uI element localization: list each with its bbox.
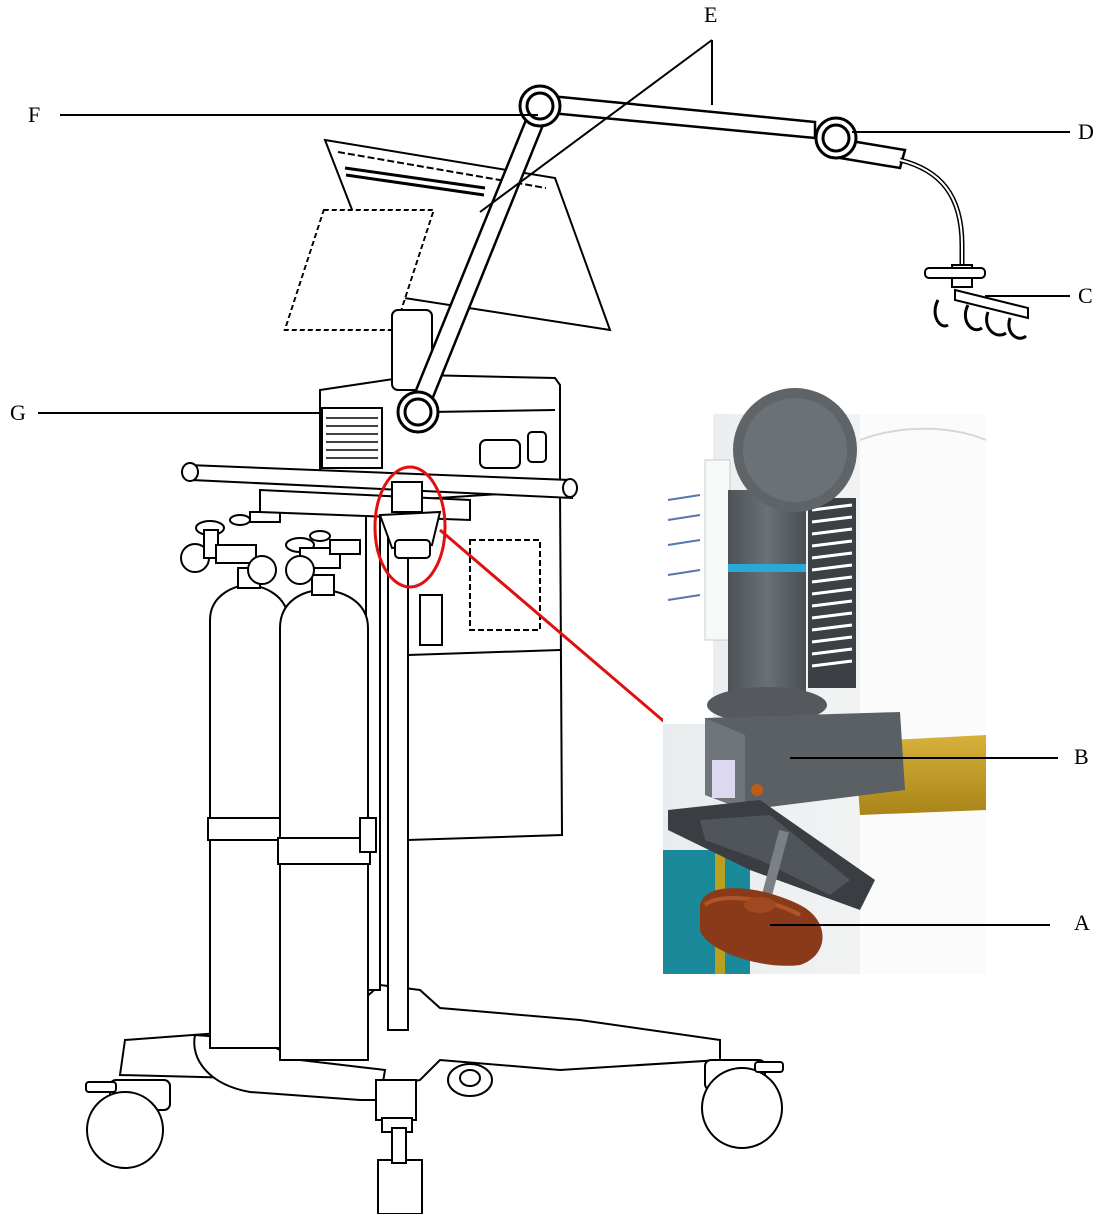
highlight-circle xyxy=(373,465,447,589)
label-f: F xyxy=(28,102,41,127)
label-e: E xyxy=(704,2,718,27)
gas-cylinder-right xyxy=(277,574,377,1061)
label-a: A xyxy=(1074,910,1090,935)
leader-e-1 xyxy=(479,39,713,213)
gas-cylinder-left xyxy=(207,567,291,1049)
mount-bracket xyxy=(378,481,442,559)
highlight-arrow xyxy=(439,528,697,750)
arm-joint-f xyxy=(518,84,562,128)
arm-joint-d xyxy=(814,116,858,160)
display-monitor xyxy=(283,138,612,391)
caster-left xyxy=(85,1079,171,1169)
caster-right xyxy=(701,1059,784,1149)
cart-base xyxy=(118,983,721,1215)
top-module xyxy=(319,373,561,492)
main-cabinet xyxy=(407,488,564,842)
hook-assembly xyxy=(924,264,1029,340)
label-c: C xyxy=(1078,283,1093,308)
label-d: D xyxy=(1078,119,1094,144)
label-b: B xyxy=(1074,744,1089,769)
detail-inset xyxy=(663,388,987,974)
gas-regulators xyxy=(180,511,361,585)
label-g: G xyxy=(10,400,26,425)
arm-joint-g xyxy=(396,390,440,434)
leader-lines xyxy=(38,39,1070,926)
caster-rear xyxy=(447,1063,493,1097)
cart-pole xyxy=(365,499,409,1031)
